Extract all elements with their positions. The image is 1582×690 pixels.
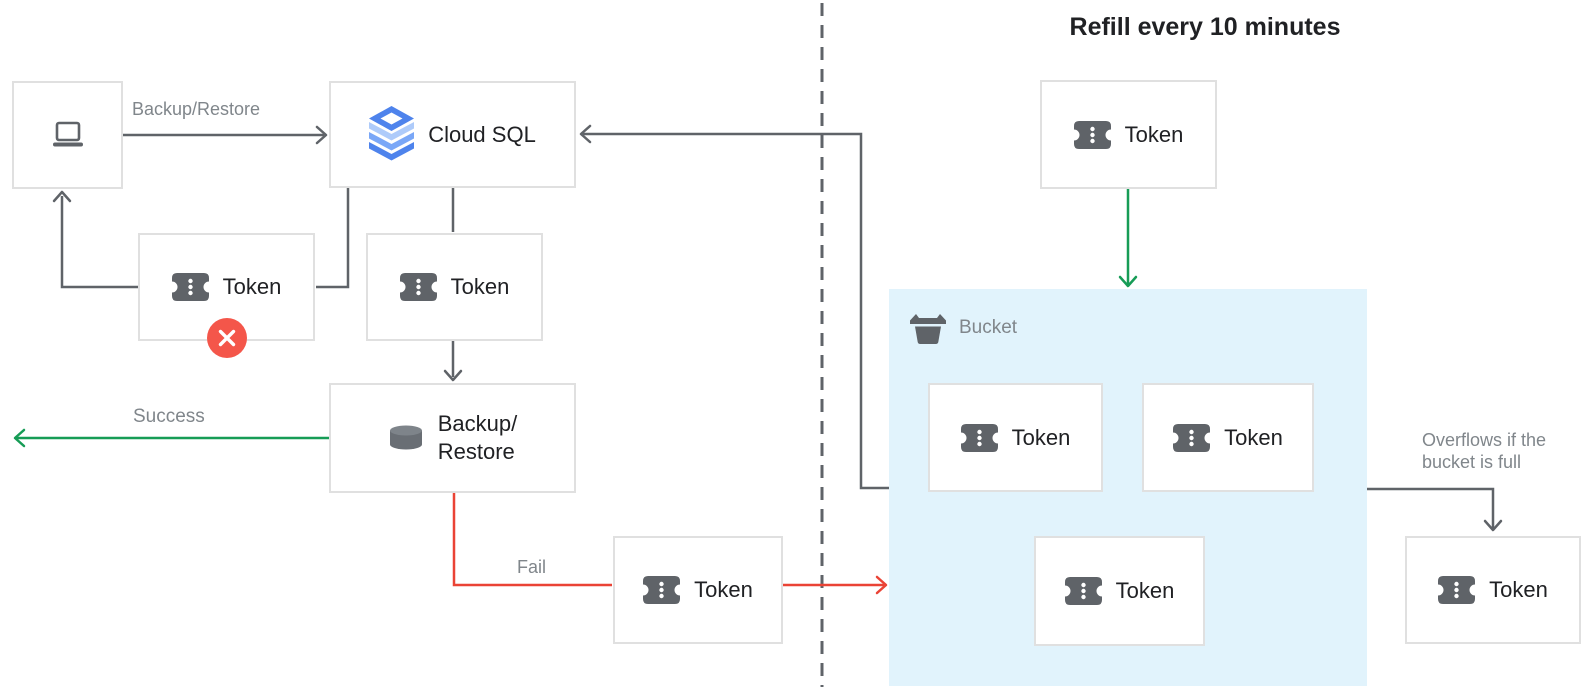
client-node	[12, 81, 123, 189]
error-badge	[207, 318, 247, 358]
token-icon	[960, 423, 998, 452]
token-node-request: Token	[366, 233, 543, 341]
edge-label-success: Success	[133, 406, 205, 427]
diagram-title: Refill every 10 minutes	[1069, 13, 1341, 41]
token-node-bucket-2: Token	[1142, 383, 1314, 492]
token-node-overflow: Token	[1405, 536, 1581, 644]
edge-label-overflow: Overflows if the bucket is full	[1422, 430, 1547, 472]
token-node-fail: Token	[613, 536, 783, 644]
token-label: Token	[694, 577, 753, 602]
cloud-sql-label: Cloud SQL	[428, 121, 536, 147]
token-icon	[1438, 576, 1476, 604]
cloud-sql-node: Cloud SQL	[329, 81, 576, 188]
token-icon	[1173, 423, 1211, 452]
token-icon	[643, 576, 681, 604]
token-label: Token	[1124, 121, 1184, 147]
bucket-icon	[910, 314, 946, 344]
token-node-bucket-1: Token	[928, 383, 1103, 492]
token-label: Token	[222, 274, 282, 299]
token-icon	[1073, 120, 1111, 149]
token-node-refill: Token	[1040, 80, 1217, 189]
backup-restore-label-line1: Backup/	[437, 411, 518, 436]
bucket-label: Bucket	[959, 317, 1018, 338]
edge-label-backup-restore: Backup/Restore	[132, 99, 261, 119]
token-icon	[1064, 577, 1102, 605]
token-label: Token	[1011, 424, 1071, 450]
laptop-icon	[52, 121, 83, 147]
backup-restore-label-line2: Restore	[437, 439, 515, 464]
bucket-header: Bucket	[909, 311, 1017, 345]
token-node-bucket-3: Token	[1034, 536, 1205, 646]
token-label: Token	[1489, 577, 1548, 602]
backup-restore-node: Backup/ Restore	[329, 383, 576, 493]
token-label: Token	[1115, 578, 1175, 603]
x-icon	[218, 329, 236, 347]
token-icon	[399, 273, 437, 301]
cloud-sql-icon	[369, 105, 415, 160]
database-icon	[389, 425, 422, 450]
edge-label-fail: Fail	[517, 557, 547, 577]
token-label: Token	[1224, 424, 1283, 450]
token-icon	[171, 273, 209, 301]
token-label: Token	[450, 274, 510, 299]
